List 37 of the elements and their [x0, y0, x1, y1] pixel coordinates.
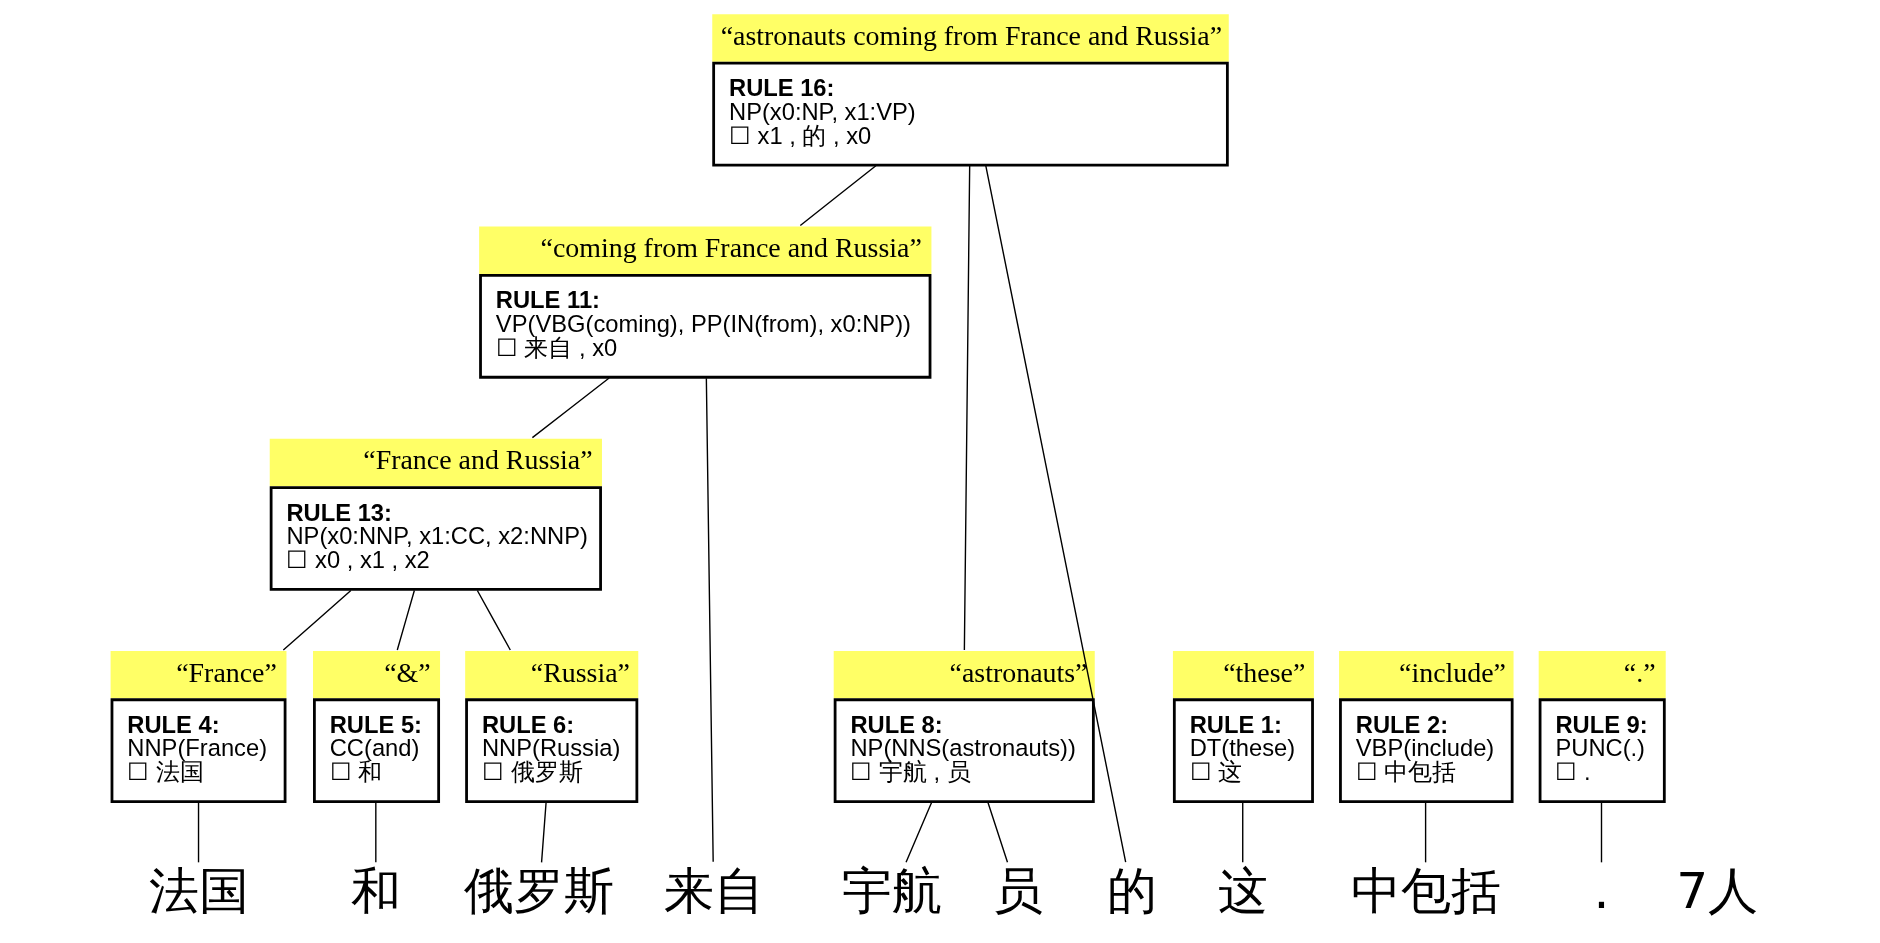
node-label: “&” — [383, 656, 431, 688]
connector — [904, 802, 932, 864]
node-label: “include” — [1398, 656, 1506, 688]
connector — [1600, 802, 1602, 864]
node-label: “astronauts coming from France and Russia” — [720, 20, 1222, 52]
node-label: “.” — [1623, 656, 1656, 688]
node-text: 的 — [1106, 861, 1157, 921]
connector — [1424, 802, 1426, 864]
connector — [396, 589, 415, 651]
label: 7人 — [1675, 861, 1758, 921]
node-text: 和 — [350, 861, 401, 921]
node-label: “these” — [1222, 656, 1305, 688]
connector — [799, 165, 877, 227]
node-label: “astronauts” — [949, 656, 1088, 688]
node-text: 员 — [992, 861, 1043, 921]
node-label: “France” — [175, 656, 277, 688]
connector — [282, 589, 352, 651]
connector — [540, 802, 547, 864]
node-label: “France and Russia” — [362, 444, 593, 476]
node-label: “Russia” — [530, 656, 630, 688]
connector — [705, 377, 714, 863]
node-text: 俄罗斯 — [463, 861, 614, 921]
connector — [963, 165, 970, 651]
connector — [197, 802, 199, 864]
node-text: 这 — [1217, 861, 1268, 921]
connector — [1241, 802, 1243, 864]
node-text: 中包括 — [1350, 861, 1501, 921]
connector — [984, 165, 1126, 863]
connector — [476, 589, 511, 651]
connector — [374, 802, 376, 864]
connector — [531, 377, 610, 439]
node-text: 宇航 — [841, 861, 942, 921]
node-text: 法国 — [148, 861, 249, 921]
node-text: 来自 — [663, 861, 764, 921]
connector — [986, 802, 1008, 864]
node-text: . — [1593, 861, 1609, 921]
node-label: “coming from France and Russia” — [540, 232, 922, 264]
